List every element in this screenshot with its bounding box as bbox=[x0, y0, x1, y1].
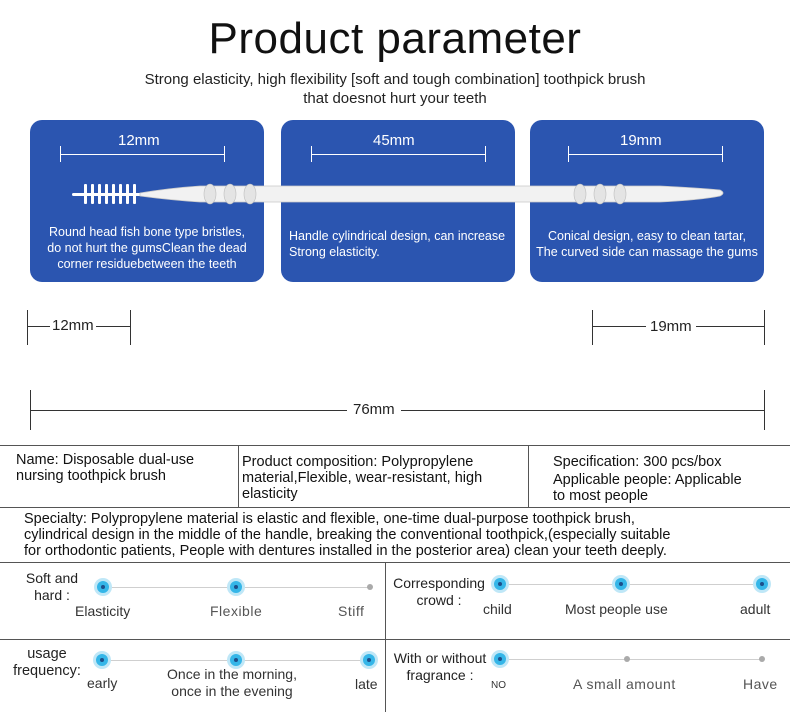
description-line: do not hurt the gumsClean the dead bbox=[47, 241, 247, 255]
table-divider bbox=[385, 562, 386, 712]
scale-label-line: Corresponding bbox=[393, 575, 485, 591]
fragrance-dot-have bbox=[759, 656, 765, 662]
crowd-dot-adult bbox=[756, 578, 768, 590]
specialty-line: cylindrical design in the middle of the … bbox=[24, 527, 671, 543]
fragrance-dot-small-amount bbox=[624, 656, 630, 662]
page-subtitle: Strong elasticity, high flexibility [sof… bbox=[40, 70, 750, 108]
applicable-line: to most people bbox=[553, 488, 649, 504]
applicable-line: Applicable people: Applicable bbox=[553, 472, 742, 488]
subtitle-line-1: Strong elasticity, high flexibility [sof… bbox=[144, 71, 646, 88]
left-dimension-tick bbox=[130, 310, 131, 345]
fragrance-option-have: Have bbox=[743, 676, 778, 692]
crowd-option-most-people: Most people use bbox=[565, 601, 668, 617]
product-name-line: Name: Disposable dual-use bbox=[16, 452, 195, 468]
handle-description: Handle cylindrical design, can increase … bbox=[289, 228, 515, 260]
softness-label: Soft and hard : bbox=[10, 570, 94, 604]
tip-dimension: 19mm bbox=[530, 132, 764, 162]
bristle-dimension: 12mm bbox=[30, 132, 264, 162]
scale-label-line: With or without bbox=[393, 650, 487, 666]
usage-option-early: early bbox=[87, 675, 118, 691]
description-line: Round head fish bone type bristles, bbox=[49, 225, 245, 239]
table-divider bbox=[0, 562, 790, 563]
left-dimension-tick bbox=[27, 310, 28, 345]
usage-dot-late bbox=[363, 654, 375, 666]
total-dimension-label: 76mm bbox=[347, 401, 401, 418]
description-line: The curved side can massage the gums bbox=[536, 245, 758, 259]
scale-label-line: fragrance : bbox=[406, 667, 474, 683]
table-divider bbox=[238, 445, 239, 507]
crowd-dot-most-people bbox=[615, 578, 627, 590]
fragrance-label: With or without fragrance : bbox=[388, 650, 492, 684]
softness-option-flexible: Flexible bbox=[210, 603, 263, 619]
usage-label: usage frequency: bbox=[4, 646, 90, 680]
description-line: Conical design, easy to clean tartar, bbox=[547, 229, 747, 243]
table-divider bbox=[0, 445, 790, 446]
toothpick-brush-illustration bbox=[72, 183, 724, 205]
usage-option-late: late bbox=[355, 676, 378, 692]
specialty-line: for orthodontic patients, People with de… bbox=[24, 543, 667, 559]
bristle-dimension-label: 12mm bbox=[116, 132, 162, 149]
specification: Specification: 300 pcs/box Applicable pe… bbox=[553, 454, 787, 504]
tip-dimension-label: 19mm bbox=[618, 132, 664, 149]
description-line: Strong elasticity. bbox=[289, 245, 380, 259]
product-name-line: nursing toothpick brush bbox=[16, 468, 166, 484]
bristle-description: Round head fish bone type bristles, do n… bbox=[30, 224, 264, 272]
left-dimension-label: 12mm bbox=[50, 317, 96, 334]
description-line: corner residuebetween the teeth bbox=[57, 257, 237, 271]
scale-label-line: frequency: bbox=[13, 663, 81, 679]
softness-dot-elasticity bbox=[97, 581, 109, 593]
scale-label-line: Soft and bbox=[25, 570, 79, 586]
table-divider bbox=[0, 639, 790, 640]
dimension-tick bbox=[722, 146, 723, 162]
table-divider bbox=[528, 445, 529, 507]
table-divider bbox=[0, 507, 790, 508]
product-composition: Product composition: Polypropylene mater… bbox=[242, 454, 526, 502]
fragrance-scale-line bbox=[500, 659, 762, 660]
composition-line: elasticity bbox=[242, 486, 298, 502]
dimension-line bbox=[568, 154, 722, 155]
right-dimension-tick bbox=[764, 310, 765, 345]
handle-dimension: 45mm bbox=[281, 132, 515, 162]
crowd-option-child: child bbox=[483, 601, 512, 617]
softness-option-stiff: Stiff bbox=[338, 603, 365, 619]
total-dimension-tick bbox=[764, 390, 765, 430]
handle-dimension-label: 45mm bbox=[371, 132, 417, 149]
crowd-dot-child bbox=[494, 578, 506, 590]
softness-option-elasticity: Elasticity bbox=[75, 603, 131, 619]
usage-dot-morning-evening bbox=[230, 654, 242, 666]
dimension-line bbox=[311, 154, 485, 155]
specialty-line: Specialty: Polypropylene material is ela… bbox=[24, 511, 635, 527]
specialty: Specialty: Polypropylene material is ela… bbox=[24, 511, 784, 559]
option-line: Once in the morning, bbox=[167, 666, 297, 682]
crowd-scale-line bbox=[500, 584, 762, 585]
crowd-option-adult: adult bbox=[740, 601, 771, 617]
dimension-tick bbox=[224, 146, 225, 162]
usage-option-morning-evening: Once in the morning, once in the evening bbox=[162, 666, 302, 700]
tip-description: Conical design, easy to clean tartar, Th… bbox=[530, 228, 764, 260]
handle-ridges bbox=[203, 183, 627, 205]
composition-line: Product composition: Polypropylene bbox=[242, 454, 474, 470]
crowd-label: Corresponding crowd : bbox=[388, 575, 490, 609]
description-line: Handle cylindrical design, can increase bbox=[289, 229, 506, 243]
softness-dot-flexible bbox=[230, 581, 242, 593]
dimension-line bbox=[60, 154, 224, 155]
option-line: once in the evening bbox=[171, 683, 293, 699]
composition-line: material,Flexible, wear-resistant, high bbox=[242, 470, 483, 486]
right-dimension-tick bbox=[592, 310, 593, 345]
usage-dot-early bbox=[96, 654, 108, 666]
scale-label-line: hard : bbox=[34, 587, 70, 603]
fragrance-option-no: NO bbox=[491, 680, 506, 691]
product-name: Name: Disposable dual-use nursing toothp… bbox=[16, 452, 236, 484]
subtitle-line-2: that doesnot hurt your teeth bbox=[303, 90, 487, 107]
fragrance-dot-no bbox=[494, 653, 506, 665]
softness-dot-stiff bbox=[367, 584, 373, 590]
scale-label-line: crowd : bbox=[416, 592, 462, 608]
dimension-tick bbox=[485, 146, 486, 162]
scale-label-line: usage bbox=[27, 646, 67, 662]
page-title: Product parameter bbox=[208, 14, 582, 63]
fragrance-option-small-amount: A small amount bbox=[573, 676, 676, 692]
specification-line: Specification: 300 pcs/box bbox=[553, 454, 722, 470]
right-dimension-label: 19mm bbox=[646, 318, 696, 335]
